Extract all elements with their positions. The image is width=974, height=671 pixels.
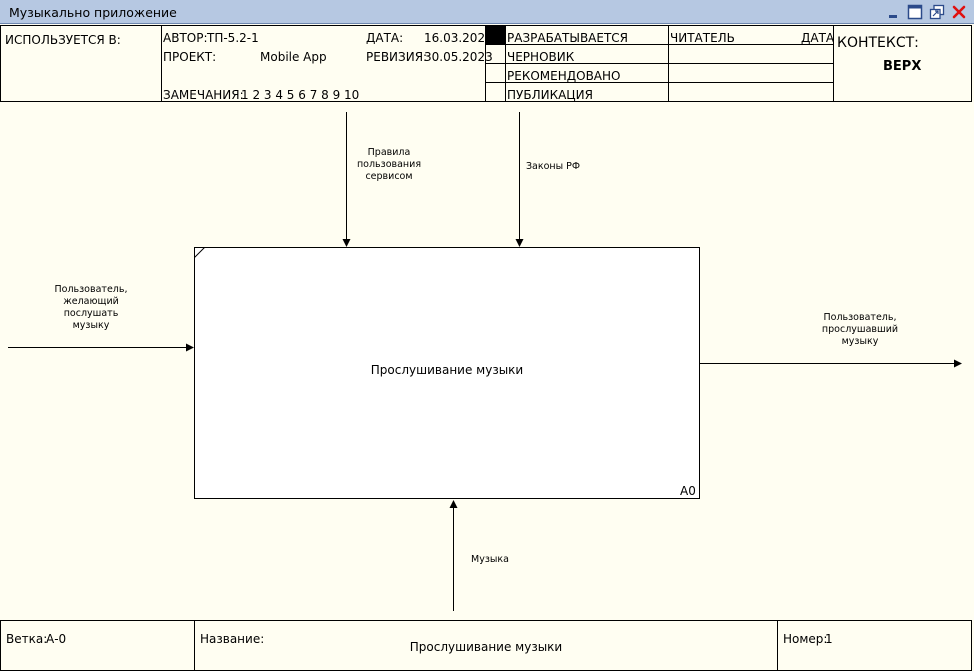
minimize-icon[interactable] <box>886 4 902 20</box>
status-recommended-label: РЕКОМЕНДОВАНО <box>507 69 621 83</box>
context-value: ВЕРХ <box>883 59 922 74</box>
date-label: ДАТА: <box>366 31 404 45</box>
window-title: Музыкально приложение <box>9 5 177 20</box>
reader-date-label: ДАТА <box>801 31 835 45</box>
node-label: Ветка: <box>6 632 48 646</box>
context-label: КОНТЕКСТ: <box>837 35 919 51</box>
revision-value: 30.05.2023 <box>424 50 493 64</box>
project-value: Mobile App <box>260 50 327 64</box>
diagram-footer: Ветка: А-0 Название: Прослушивание музык… <box>0 620 972 671</box>
status-publication-label: ПУБЛИКАЦИЯ <box>507 88 593 102</box>
title-label: Название: <box>200 632 265 646</box>
control-label-rules[interactable]: Правила пользования сервисом <box>356 147 422 182</box>
reader-label: ЧИТАТЕЛЬ <box>670 31 735 45</box>
project-label: ПРОЕКТ: <box>163 50 217 64</box>
notes-label: ЗАМЕЧАНИЯ: <box>163 88 244 102</box>
diagram-arrows <box>8 112 962 611</box>
node-value: А-0 <box>46 632 67 646</box>
control-label-laws[interactable]: Законы РФ <box>525 161 581 172</box>
window-title-bar[interactable]: Музыкально приложение <box>0 0 974 24</box>
activity-box[interactable]: Прослушивание музыки A0 <box>194 247 700 499</box>
maximize-icon[interactable] <box>907 4 923 20</box>
author-label: АВТОР: <box>163 31 208 45</box>
used-in-label: ИСПОЛЬЗУЕТСЯ В: <box>5 33 121 47</box>
notes-value[interactable]: 1 2 3 4 5 6 7 8 9 10 <box>241 88 360 102</box>
mechanism-label-music[interactable]: Музыка <box>471 554 509 565</box>
number-label: Номер: <box>783 632 828 646</box>
title-value: Прослушивание музыки <box>409 640 563 654</box>
status-draft-label: ЧЕРНОВИК <box>507 50 575 64</box>
activity-name: Прослушивание музыки <box>370 363 524 377</box>
number-value: 1 <box>825 632 833 646</box>
activity-box-outline <box>194 247 700 499</box>
date-value: 16.03.2023 <box>424 31 493 45</box>
revision-label: РЕВИЗИЯ: <box>366 50 428 64</box>
output-label-user[interactable]: Пользователь, прослушавший музыку <box>821 312 899 347</box>
author-value: ТП-5.2-1 <box>207 31 259 45</box>
diagram-header: ИСПОЛЬЗУЕТСЯ В: АВТОР: ТП-5.2-1 ПРОЕКТ: … <box>0 25 972 102</box>
status-checkbox-developing[interactable] <box>486 26 505 44</box>
close-icon[interactable] <box>951 4 967 20</box>
restore-icon[interactable] <box>929 4 945 20</box>
status-checkbox-recommended[interactable] <box>486 64 505 82</box>
input-label-user[interactable]: Пользователь, желающий послушать музыку <box>54 284 128 331</box>
status-developing-label: РАЗРАБАТЫВАЕТСЯ <box>507 31 629 45</box>
diagram-canvas[interactable]: Прослушивание музыки A0 Правила пользова… <box>0 102 974 620</box>
status-checkbox-publication[interactable] <box>486 83 505 101</box>
activity-number: A0 <box>680 484 696 498</box>
